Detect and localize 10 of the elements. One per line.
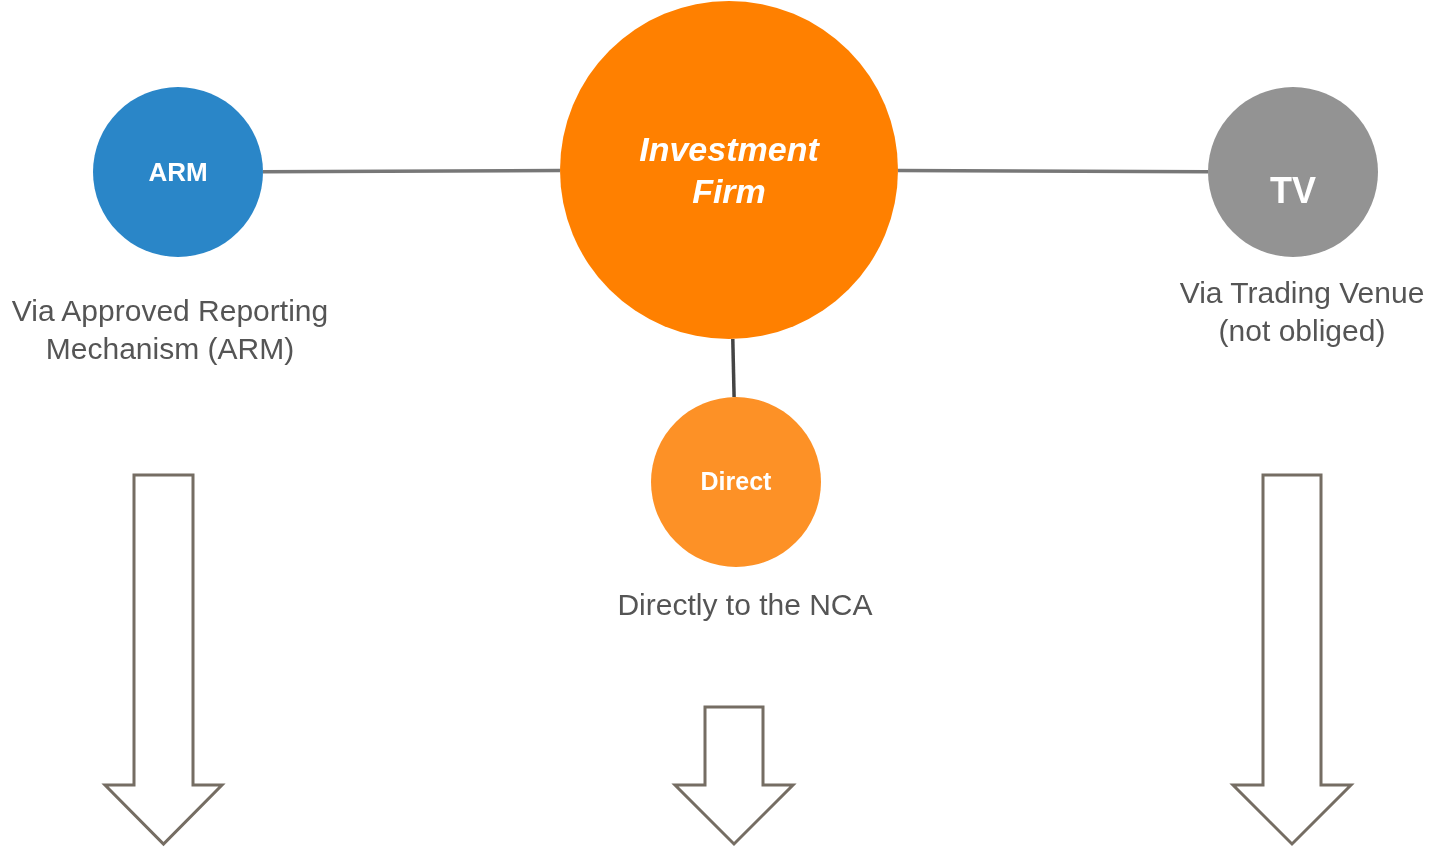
node-label: TV xyxy=(1270,168,1316,213)
node-label: Investment Firm xyxy=(638,128,821,212)
connector-line xyxy=(731,338,736,398)
node-label: ARM xyxy=(148,155,208,189)
caption-text: Via Approved Reporting Mechanism (ARM) xyxy=(10,293,330,368)
caption-text: Directly to the NCA xyxy=(616,587,874,623)
connector-line xyxy=(263,168,560,174)
connector-line xyxy=(898,168,1208,174)
caption-text: Via Trading Venue (not obliged) xyxy=(1178,275,1426,350)
node-label: Direct xyxy=(700,466,772,498)
